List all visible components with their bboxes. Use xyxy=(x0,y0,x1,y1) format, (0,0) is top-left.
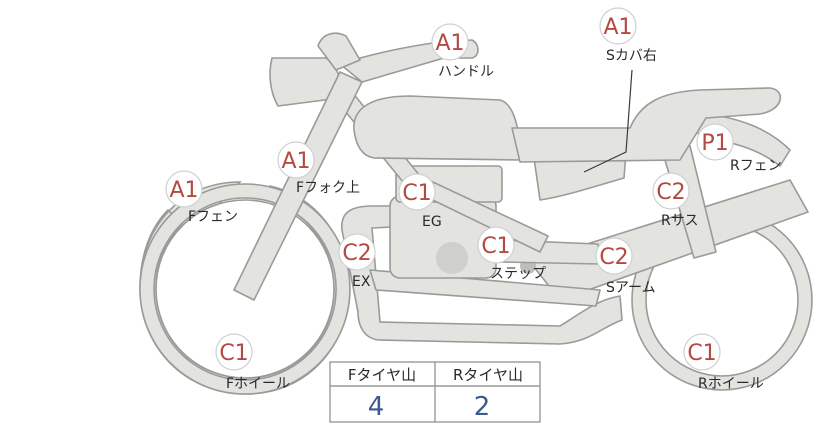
badge-handle: A1 ハンドル xyxy=(431,23,494,80)
badge-rear-fender: P1 Rフェン xyxy=(696,123,782,174)
grade-swing-arm: C2 xyxy=(599,245,628,270)
exhaust-shape xyxy=(341,205,623,345)
badge-front-fender: A1 Fフェン xyxy=(165,170,238,225)
seat-shape xyxy=(511,87,781,163)
table-header-front-tire: Fタイヤ山 xyxy=(348,366,416,384)
grade-engine: C1 xyxy=(402,181,431,206)
label-rear-wheel: Rホイール xyxy=(698,376,764,392)
handle-mount-shape xyxy=(317,32,361,71)
grade-front-fork: A1 xyxy=(281,149,310,174)
badge-exhaust: C2 EX xyxy=(338,233,376,290)
table-value-front-tire: 4 xyxy=(368,392,385,422)
badge-engine: C1 EG xyxy=(398,173,442,230)
badge-front-fork: A1 Fフォク上 xyxy=(277,141,360,196)
badge-front-wheel: C1 Fホイール xyxy=(215,333,290,392)
label-handle: ハンドル xyxy=(438,64,494,80)
grade-exhaust: C2 xyxy=(342,241,371,266)
side-cover-shape xyxy=(533,151,627,201)
label-front-fender: Fフェン xyxy=(188,209,238,225)
label-side-cover-right: Sカバ右 xyxy=(606,48,657,64)
grade-side-cover-right: A1 xyxy=(603,15,632,40)
lower-frame-shape xyxy=(369,269,601,307)
table-header-rear-tire: Rタイヤ山 xyxy=(453,366,523,384)
tire-tread-table: Fタイヤ山 Rタイヤ山 4 2 xyxy=(329,361,541,423)
fuel-tank-shape xyxy=(353,95,521,161)
label-step: ステップ xyxy=(490,266,546,282)
side-cover-leader-line xyxy=(583,69,633,173)
front-fork-shape xyxy=(233,71,363,301)
grade-handle: A1 xyxy=(435,31,464,56)
grade-rear-suspension: C2 xyxy=(656,180,685,205)
label-rear-fender: Rフェン xyxy=(730,158,782,174)
badge-side-cover-right: A1 Sカバ右 xyxy=(599,7,657,64)
badge-step: C1 ステップ xyxy=(477,226,546,282)
grade-front-wheel: C1 xyxy=(219,341,248,366)
badge-rear-wheel: C1 Rホイール xyxy=(683,333,764,392)
grade-rear-wheel: C1 xyxy=(687,341,716,366)
label-front-fork: Fフォク上 xyxy=(296,180,360,196)
step-shape xyxy=(499,239,601,265)
label-exhaust: EX xyxy=(352,274,371,290)
label-rear-suspension: Rサス xyxy=(661,213,698,229)
grade-rear-fender: P1 xyxy=(701,131,728,156)
grade-step: C1 xyxy=(481,234,510,259)
label-engine: EG xyxy=(422,214,442,230)
label-front-wheel: Fホイール xyxy=(226,376,290,392)
badge-rear-suspension: C2 Rサス xyxy=(652,172,698,229)
grade-front-fender: A1 xyxy=(169,178,198,203)
motorcycle-illustration xyxy=(139,32,813,395)
label-swing-arm: Sアーム xyxy=(606,280,656,296)
table-value-rear-tire: 2 xyxy=(474,392,491,422)
badge-swing-arm: C2 Sアーム xyxy=(595,237,656,296)
